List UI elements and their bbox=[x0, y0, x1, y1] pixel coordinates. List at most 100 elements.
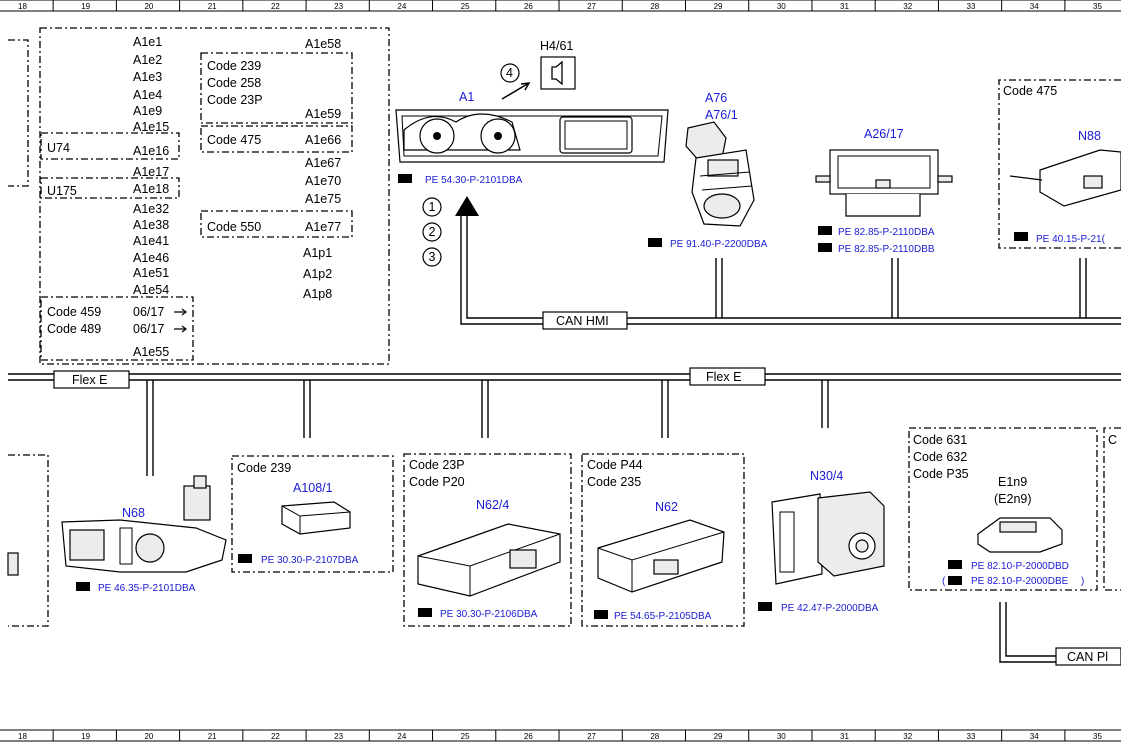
parking-module-icon bbox=[597, 519, 725, 593]
n88-box bbox=[998, 79, 1121, 249]
code239-label: Code 239 bbox=[207, 59, 261, 73]
left-box-top bbox=[8, 39, 29, 187]
a761-label: A76/1 bbox=[705, 108, 738, 122]
pin-label: A1e1 bbox=[133, 35, 162, 49]
n62-ref: PE 54.65-P-2105DBA bbox=[614, 611, 712, 622]
pin-label: A1p2 bbox=[303, 267, 332, 281]
pin-label: A1e67 bbox=[305, 156, 341, 170]
pin-label: A1p8 bbox=[303, 287, 332, 301]
left-connector-icon bbox=[7, 552, 19, 576]
reference-icon bbox=[818, 243, 832, 252]
reference-icon bbox=[418, 608, 432, 617]
n88-label: N88 bbox=[1078, 129, 1101, 143]
code475-pin-label: Code 475 bbox=[207, 133, 261, 147]
circle-marker bbox=[422, 247, 442, 267]
ruler-number: 35 bbox=[1093, 732, 1102, 741]
e1n9-box bbox=[908, 427, 1098, 591]
ruler-number: 23 bbox=[334, 2, 343, 11]
flex-e-drops bbox=[146, 380, 829, 476]
ruler-number: 25 bbox=[461, 2, 470, 11]
ruler-number: 21 bbox=[208, 2, 217, 11]
circle-marker-label: 1 bbox=[429, 200, 436, 214]
pin-label: A1p1 bbox=[303, 246, 332, 260]
a1081-code: Code 239 bbox=[237, 461, 291, 475]
pin-label: A1e55 bbox=[133, 345, 169, 359]
ruler-number: 19 bbox=[81, 2, 90, 11]
pin-label: A1e3 bbox=[133, 70, 162, 84]
a1e77-label: A1e77 bbox=[305, 220, 341, 234]
e1n9-code1: Code 631 bbox=[913, 433, 967, 447]
reference-icon bbox=[238, 554, 252, 563]
pin-label: A1e18 bbox=[133, 182, 169, 196]
a1081-ref: PE 30.30-P-2107DBA bbox=[261, 555, 359, 566]
code489-label: Code 489 bbox=[47, 322, 101, 336]
n88-code: Code 475 bbox=[1003, 84, 1057, 98]
ruler-number: 27 bbox=[587, 732, 596, 741]
ruler-number: 18 bbox=[18, 732, 27, 741]
a2617-ref1: PE 82.85-P-2110DBA bbox=[838, 227, 935, 238]
a1-ref: PE 54.30-P-2101DBA bbox=[425, 175, 523, 186]
n624-box bbox=[403, 453, 572, 627]
instrument-cluster-icon bbox=[395, 109, 669, 163]
pin-label: A1e38 bbox=[133, 218, 169, 232]
ruler-number: 30 bbox=[777, 732, 786, 741]
speaker-icon bbox=[540, 56, 576, 90]
circle-marker-label: 3 bbox=[429, 250, 436, 264]
flex-e-tag-1 bbox=[53, 370, 130, 389]
date-label-1: 06/17 bbox=[133, 305, 164, 319]
pin-label: A1e2 bbox=[133, 53, 162, 67]
ruler-number: 21 bbox=[208, 732, 217, 741]
ruler-number: 33 bbox=[967, 732, 976, 741]
control-unit-icon bbox=[281, 501, 351, 535]
code459-label: Code 459 bbox=[47, 305, 101, 319]
ruler-number: 19 bbox=[81, 732, 90, 741]
can-hmi-drops bbox=[715, 258, 1087, 318]
flex-e-label-2: Flex E bbox=[706, 370, 741, 384]
a1-label: A1 bbox=[459, 90, 474, 104]
a1081-box bbox=[231, 455, 394, 573]
ruler-number: 35 bbox=[1093, 2, 1102, 11]
code550-label: Code 550 bbox=[207, 220, 261, 234]
u175-label: U175 bbox=[47, 184, 77, 198]
reference-icon bbox=[948, 576, 962, 585]
can-hmi-bus bbox=[460, 216, 1121, 325]
e1n9-code3: Code P35 bbox=[913, 467, 969, 481]
circle-4 bbox=[500, 63, 520, 83]
flex-e-label-1: Flex E bbox=[72, 373, 107, 387]
can-hmi-label: CAN HMI bbox=[556, 314, 609, 328]
e1n9-label2: (E2n9) bbox=[994, 492, 1032, 506]
can-hmi-tag bbox=[542, 311, 628, 330]
pin-label: A1e46 bbox=[133, 251, 169, 265]
ruler-number: 28 bbox=[650, 2, 659, 11]
a1e66-label: A1e66 bbox=[305, 133, 341, 147]
e1n9-label1: E1n9 bbox=[998, 475, 1027, 489]
u74-box bbox=[40, 132, 180, 160]
reference-icon bbox=[398, 174, 412, 183]
ruler-number: 22 bbox=[271, 732, 280, 741]
reference-icon bbox=[76, 582, 90, 591]
code239-box bbox=[200, 52, 353, 124]
ruler-number: 34 bbox=[1030, 2, 1039, 11]
code475-pin-box bbox=[200, 125, 353, 153]
ruler-number: 24 bbox=[397, 732, 406, 741]
n88-ref: PE 40.15-P-21( bbox=[1036, 234, 1106, 245]
ruler-number: 32 bbox=[903, 732, 912, 741]
ruler-number: 27 bbox=[587, 2, 596, 11]
pin-label: A1e32 bbox=[133, 202, 169, 216]
ruler-number: 29 bbox=[714, 732, 723, 741]
a1e59-label: A1e59 bbox=[305, 107, 341, 121]
e1n9-ref-close: ) bbox=[1081, 576, 1084, 587]
right-edge-box bbox=[1103, 427, 1121, 591]
n68-label: N68 bbox=[122, 506, 145, 520]
arrow-up-icon bbox=[455, 196, 479, 216]
flex-e-bus bbox=[8, 373, 1121, 381]
ruler-number: 33 bbox=[967, 2, 976, 11]
reference-icon bbox=[1014, 232, 1028, 241]
circle-4-label: 4 bbox=[506, 66, 513, 80]
n62-code1: Code P44 bbox=[587, 458, 643, 472]
ruler-number: 26 bbox=[524, 732, 533, 741]
